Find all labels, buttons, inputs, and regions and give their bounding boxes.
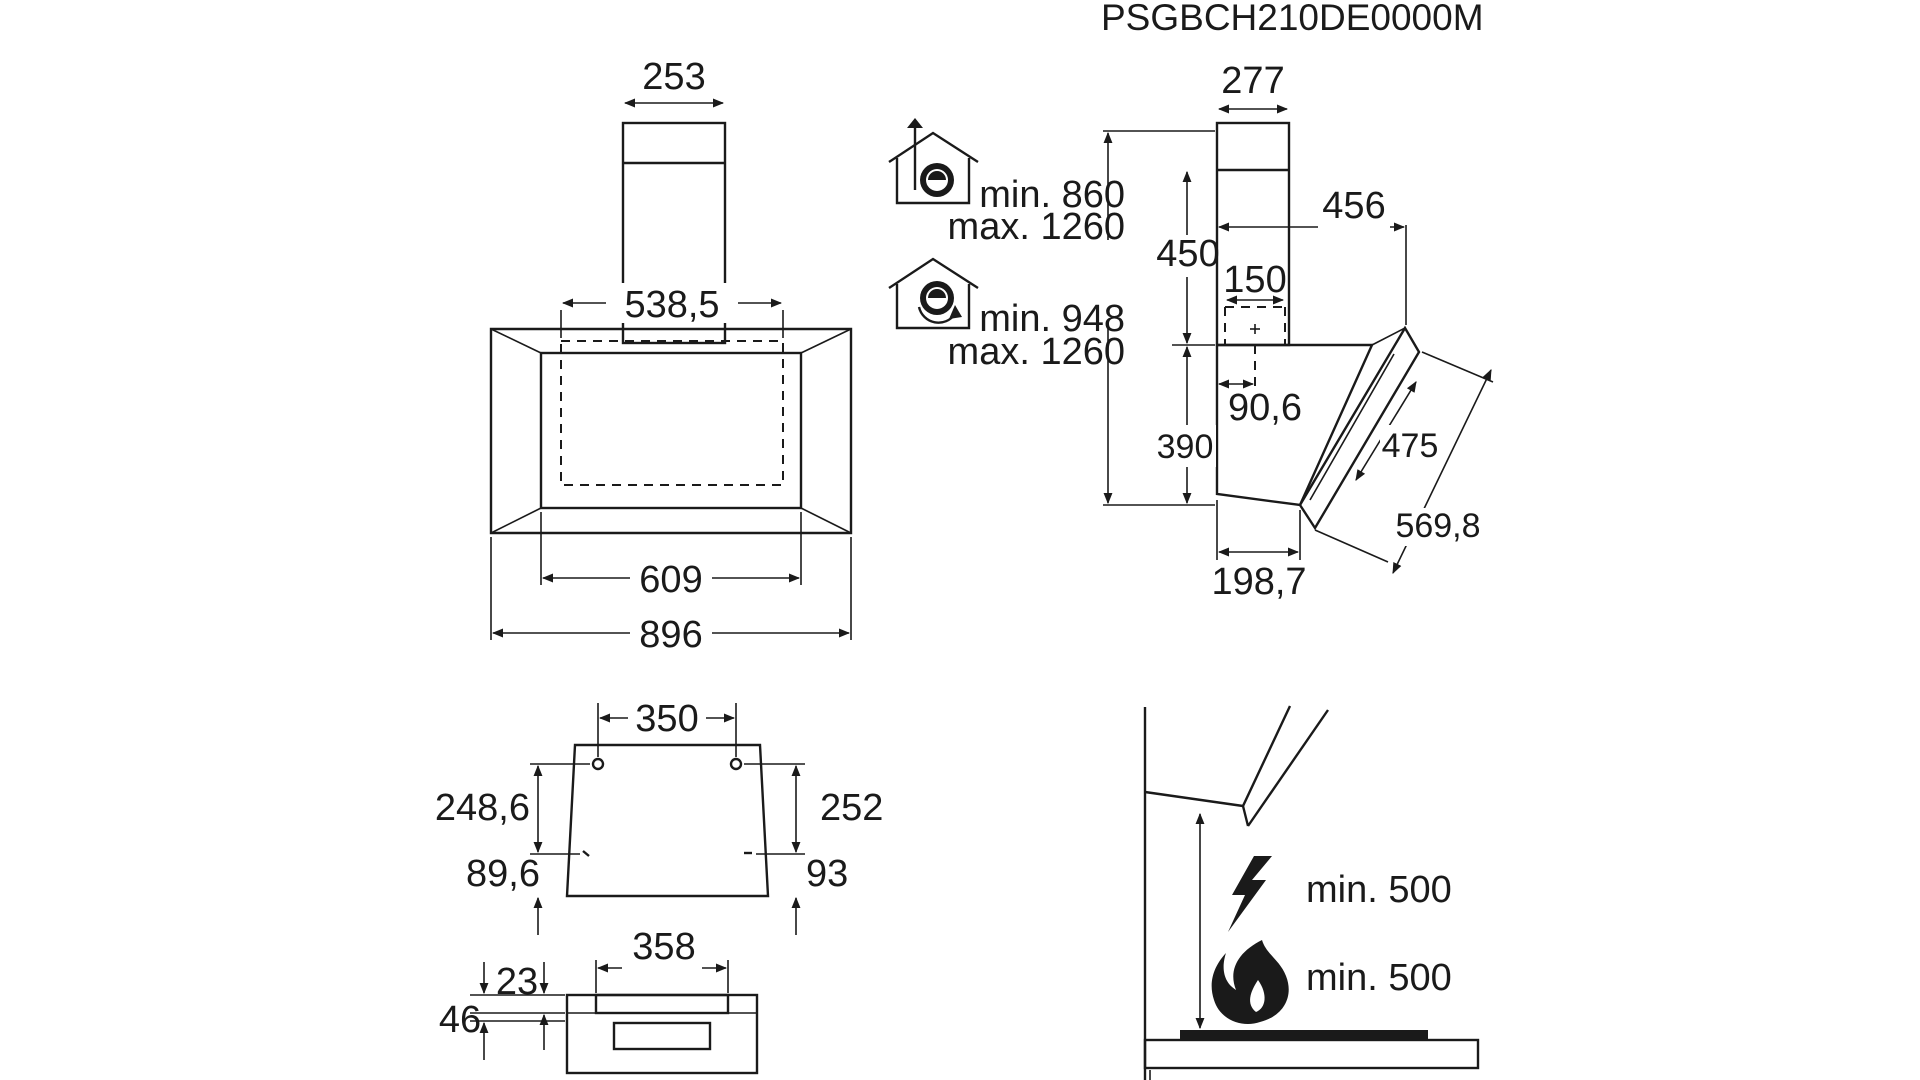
dim-total-width: 896 [639, 614, 702, 656]
dim-body-height: 390 [1157, 428, 1214, 466]
extraction-min: min. 860 [979, 174, 1125, 216]
model-code: PSGBCH210DE0000M [1101, 0, 1484, 38]
dim-bottom-width: 358 [632, 926, 695, 968]
dim-right-upper-height: 252 [820, 787, 883, 829]
dim-glass-width: 609 [639, 559, 702, 601]
lightning-icon [1228, 856, 1272, 932]
gas-clearance: min. 500 [1306, 957, 1452, 999]
dim-chimney-depth: 277 [1221, 60, 1284, 102]
dim-panel-outer: 569,8 [1395, 507, 1480, 545]
extraction-max: max. 1260 [948, 206, 1125, 248]
side-view: 277 450 456 150 90,6 390 475 569,8 198,7 [1098, 60, 1494, 603]
dim-panel-inner: 475 [1382, 427, 1439, 465]
dim-inner-cutout-width: 538,5 [624, 284, 719, 326]
dim-outlet-center: 90,6 [1228, 387, 1302, 429]
clearance-view [1143, 705, 1480, 1080]
dim-bottom-offset: 46 [439, 999, 481, 1041]
dim-bottom-depth: 198,7 [1211, 561, 1306, 603]
house-fan-recirculation-icon [888, 257, 979, 330]
dim-outlet-offset: 150 [1223, 259, 1286, 301]
dim-right-lower-height: 93 [806, 853, 848, 895]
electric-clearance: min. 500 [1306, 869, 1452, 911]
bracket-view: 350 248,6 252 89,6 93 358 23 46 [435, 698, 883, 1075]
dim-left-upper-height: 248,6 [435, 787, 530, 829]
recirculation-max: max. 1260 [948, 331, 1125, 373]
house-fan-extraction-icon [888, 118, 979, 205]
dim-hole-spacing: 350 [635, 698, 698, 740]
dim-left-lower-height: 89,6 [466, 853, 540, 895]
dim-chimney-lower-height: 450 [1156, 233, 1219, 275]
dim-top-offset: 23 [496, 961, 538, 1003]
dim-chimney-width: 253 [642, 56, 705, 98]
flame-icon [1211, 940, 1289, 1024]
recirculation-min: min. 948 [979, 298, 1125, 340]
dim-total-depth: 456 [1322, 185, 1385, 227]
front-view: 253 538,5 609 896 [489, 55, 853, 656]
